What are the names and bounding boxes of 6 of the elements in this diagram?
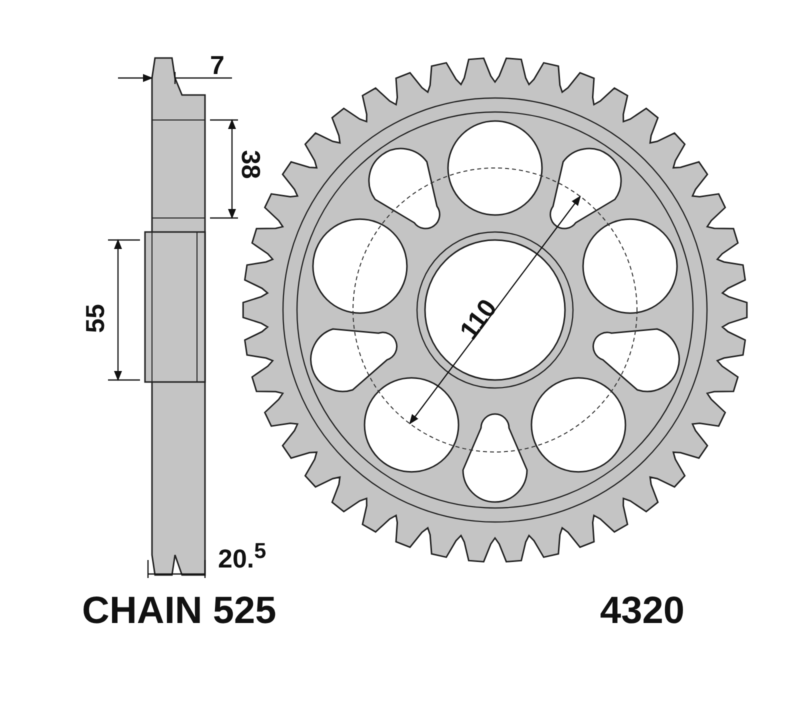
dimension-value: 7 bbox=[210, 52, 224, 78]
chain-size-label: CHAIN 525 bbox=[82, 592, 276, 630]
part-number-label: 4320 bbox=[600, 592, 685, 630]
dimension-value: 38 bbox=[238, 150, 264, 179]
dimension-value: 55 bbox=[82, 304, 108, 333]
dimension-value: 20.$^{5}$ bbox=[218, 540, 266, 572]
